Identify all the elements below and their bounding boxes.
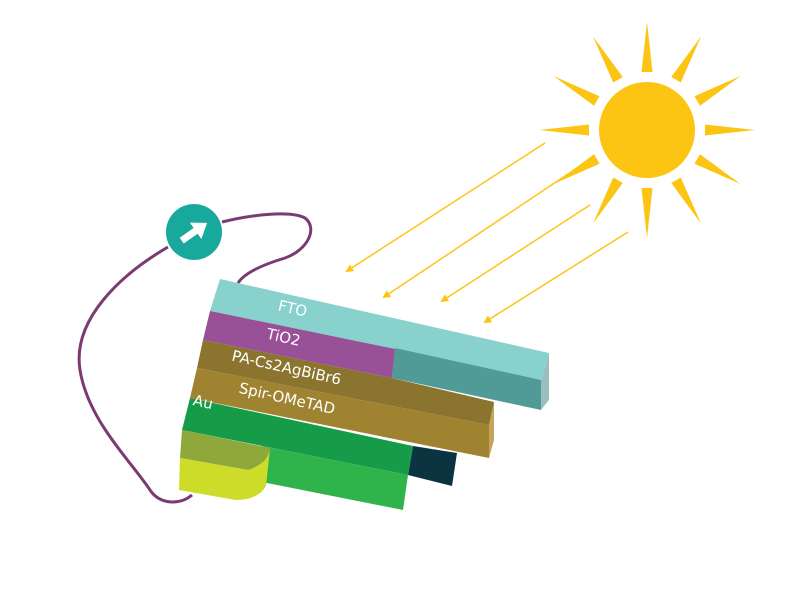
sun-ray	[593, 177, 623, 224]
htl-contact	[408, 446, 457, 486]
glass-dark-face	[392, 348, 541, 410]
sun-ray	[671, 177, 701, 224]
light-ray	[345, 142, 546, 273]
glass-side	[541, 353, 549, 410]
circuit-wire	[77, 212, 313, 504]
au-top	[180, 430, 270, 470]
sun-ray	[694, 76, 741, 106]
glass-layer	[210, 279, 549, 380]
au-front	[179, 448, 270, 500]
layer-stack: Glass FTO TiO2 PA-Cs2AgBiBr6 Spir-OMeTAD…	[179, 270, 549, 510]
sun-ray	[671, 36, 701, 83]
absorber-side	[489, 402, 494, 458]
sun-ray	[539, 124, 589, 136]
absorber-layer	[190, 368, 489, 458]
sun-ray	[705, 124, 755, 136]
sun-ray	[593, 36, 623, 83]
light-rays	[345, 142, 629, 324]
htl-front	[262, 446, 408, 510]
htl-layer	[182, 398, 413, 475]
light-ray	[382, 167, 578, 299]
arrow-up-right-icon	[179, 222, 208, 244]
sun-ray	[553, 76, 600, 106]
label-glass: Glass	[293, 270, 337, 297]
sun-ray	[641, 22, 653, 72]
sun-ray	[641, 188, 653, 238]
tio2-layer	[197, 340, 494, 425]
light-ray	[440, 204, 591, 303]
sun-ray	[694, 154, 741, 184]
meter-icon	[166, 204, 222, 260]
light-ray	[483, 231, 629, 324]
sun-icon	[539, 22, 755, 238]
label-au: Au	[191, 391, 214, 413]
fto-layer	[203, 311, 395, 378]
sun-disk	[599, 82, 695, 178]
